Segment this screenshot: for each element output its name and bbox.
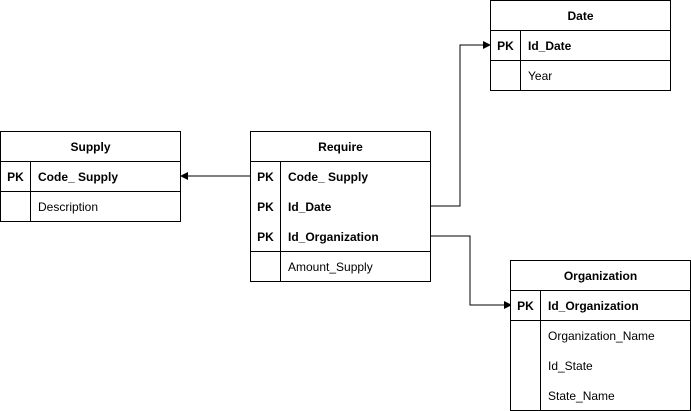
entity-row-amount-supply: Amount_Supply xyxy=(251,252,430,282)
entity-row-id-state: Id_State xyxy=(511,351,690,381)
pk-label: PK xyxy=(491,31,521,60)
field-name: Id_State xyxy=(548,359,593,373)
entity-row-id-date: PK Id_Date xyxy=(251,192,430,222)
entity-row-state-name: State_Name xyxy=(511,381,690,411)
pk-label: PK xyxy=(511,291,541,320)
entity-date[interactable]: Date PK Id_Date Year xyxy=(490,0,671,91)
pk-label: PK xyxy=(251,222,281,251)
link-require-to-organization xyxy=(430,235,512,309)
key-cell xyxy=(511,351,541,381)
entity-row-id-organization: PK Id_Organization xyxy=(511,291,690,321)
field-name: Code_ Supply xyxy=(288,170,369,184)
field-name: Code_ Supply xyxy=(38,169,119,184)
entity-row-year: Year xyxy=(491,61,670,91)
field-name: Year xyxy=(528,69,553,83)
pk-label: PK xyxy=(251,162,281,192)
pk-label: PK xyxy=(251,192,281,222)
field-name: Description xyxy=(38,200,99,214)
entity-title: Require xyxy=(251,132,430,162)
entity-organization[interactable]: Organization PK Id_Organization Organiza… xyxy=(510,260,691,411)
key-cell xyxy=(511,321,541,351)
entity-supply[interactable]: Supply PK Code_ Supply Description xyxy=(0,131,181,222)
key-cell xyxy=(511,381,541,411)
entity-title: Supply xyxy=(1,132,180,162)
key-cell xyxy=(251,252,281,282)
entity-row-code-supply: PK Code_ Supply xyxy=(251,162,430,192)
key-cell xyxy=(1,192,31,222)
field-name: Amount_Supply xyxy=(288,260,373,274)
entity-require[interactable]: Require PK Code_ Supply PK Id_Date PK Id… xyxy=(250,131,431,282)
entity-row-code-supply: PK Code_ Supply xyxy=(1,162,180,192)
field-name: Id_Organization xyxy=(548,298,639,313)
field-name: Id_Organization xyxy=(288,229,379,244)
key-cell xyxy=(491,61,521,91)
field-name: Id_Date xyxy=(528,38,572,53)
entity-row-description: Description xyxy=(1,192,180,222)
entity-row-organization-name: Organization_Name xyxy=(511,321,690,351)
entity-row-id-organization: PK Id_Organization xyxy=(251,222,430,252)
entity-row-id-date: PK Id_Date xyxy=(491,31,670,61)
pk-label: PK xyxy=(1,162,31,191)
entity-title: Organization xyxy=(511,261,690,291)
field-name: Id_Date xyxy=(288,200,332,214)
entity-title: Date xyxy=(491,1,670,31)
link-require-to-date xyxy=(430,41,491,207)
field-name: Organization_Name xyxy=(548,329,655,343)
field-name: State_Name xyxy=(548,389,615,403)
